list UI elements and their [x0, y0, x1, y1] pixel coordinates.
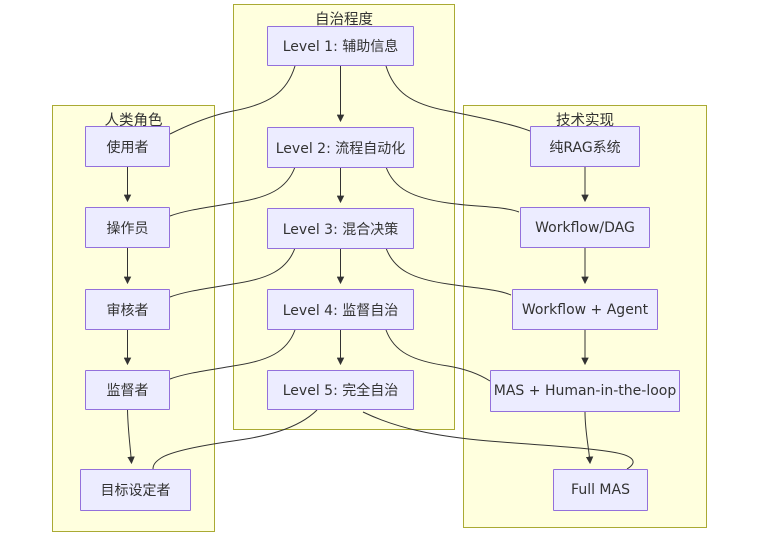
subgraph-title-tech-implementation: 技术实现: [556, 113, 614, 129]
subgraph-title-autonomy-level: 自治程度: [315, 12, 373, 28]
edge-link-l4-h4: [169, 329, 296, 380]
edge-link-l2-h2: [169, 166, 296, 217]
edge-link-l3-h3: [169, 247, 296, 298]
edge-link-l1-h1: [169, 65, 296, 135]
node-operator: 操作员: [85, 207, 170, 248]
node-mas-hitl: MAS + Human-in-the-loop: [490, 370, 680, 412]
node-level-1: Level 1: 辅助信息: [267, 26, 414, 66]
edge-link-l5-h5: [152, 409, 318, 470]
node-pure-rag: 纯RAG系统: [530, 126, 640, 167]
subgraph-title-human-roles: 人类角色: [104, 113, 163, 129]
node-supervisor: 监督者: [85, 370, 170, 410]
edge-link-l2-t2: [385, 166, 520, 213]
edge-arrow-t4-t5: [584, 411, 594, 465]
node-level-4: Level 4: 监督自治: [267, 289, 414, 330]
node-level-3: Level 3: 混合决策: [267, 208, 414, 249]
node-reviewer: 审核者: [85, 289, 170, 330]
node-full-mas: Full MAS: [553, 469, 648, 511]
edge-link-l3-t3: [385, 247, 512, 296]
edge-arrow-h4-h5: [127, 409, 135, 465]
node-user: 使用者: [85, 126, 170, 167]
node-goal-setter: 目标设定者: [80, 469, 191, 511]
edge-link-l1-t1: [385, 65, 531, 132]
node-workflow-agent: Workflow + Agent: [512, 289, 658, 330]
edge-link-l4-t4: [385, 329, 491, 382]
node-level-2: Level 2: 流程自动化: [267, 127, 414, 168]
node-level-5: Level 5: 完全自治: [267, 370, 414, 410]
node-workflow-dag: Workflow/DAG: [520, 207, 650, 248]
edge-link-l5-t5: [362, 411, 634, 470]
